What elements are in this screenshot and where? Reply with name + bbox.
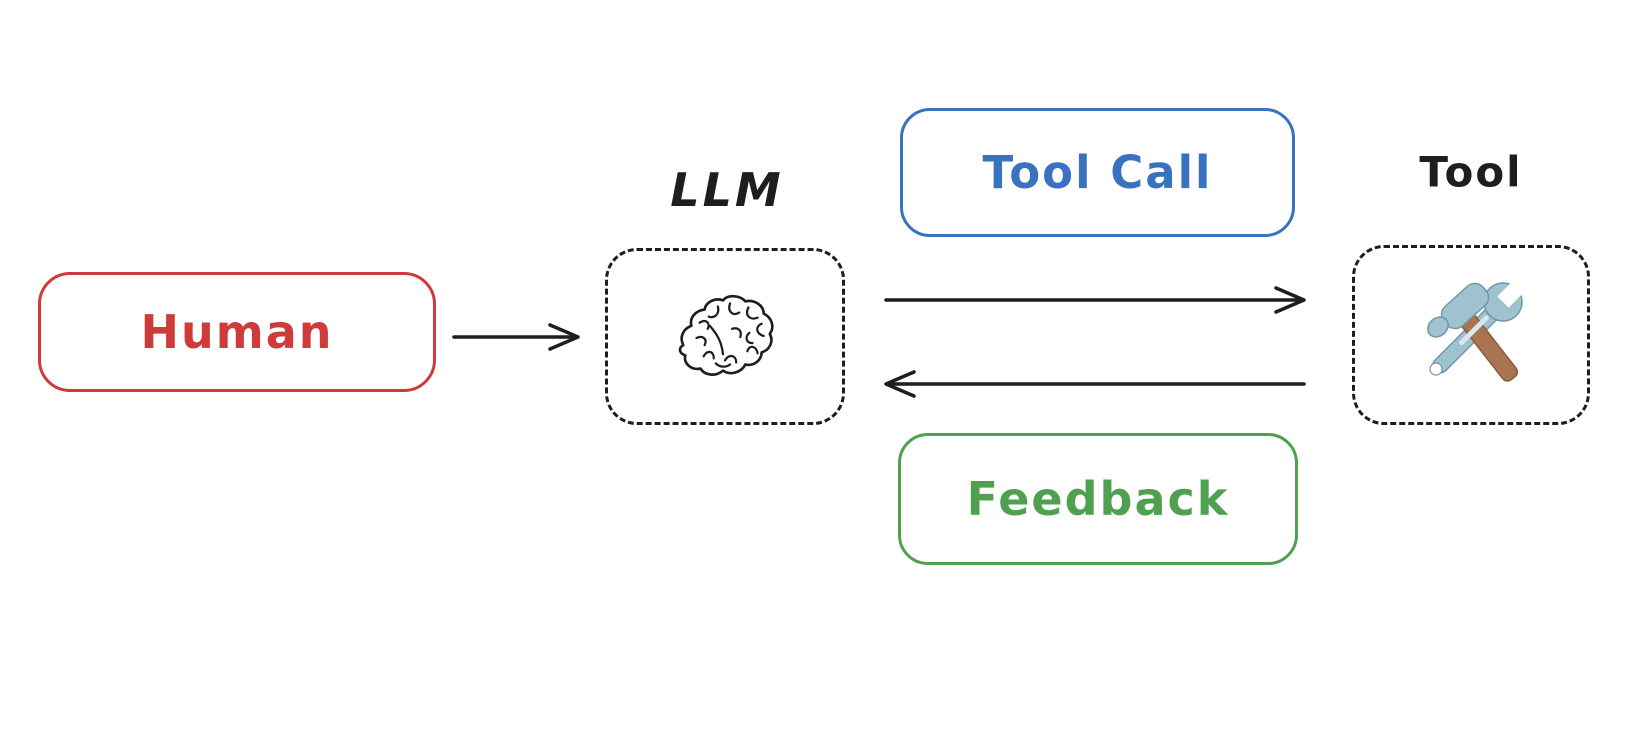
tool-node-label: Tool (1419, 147, 1523, 197)
brain-icon (678, 294, 774, 376)
human-node-label: Human (140, 305, 334, 359)
tool-call-box: Tool Call (900, 108, 1295, 237)
arrow-human-to-llm (452, 323, 580, 351)
tool-node (1352, 245, 1590, 425)
llm-node-label: LLM (670, 163, 784, 217)
arrow-llm-to-tool (884, 286, 1306, 314)
hammer-wrench-icon (1427, 276, 1529, 382)
tool-call-label: Tool Call (982, 146, 1213, 199)
arrow-tool-to-llm (884, 370, 1306, 398)
human-node: Human (38, 272, 436, 392)
feedback-box: Feedback (898, 433, 1298, 565)
llm-node (605, 248, 845, 425)
feedback-label: Feedback (966, 472, 1230, 526)
